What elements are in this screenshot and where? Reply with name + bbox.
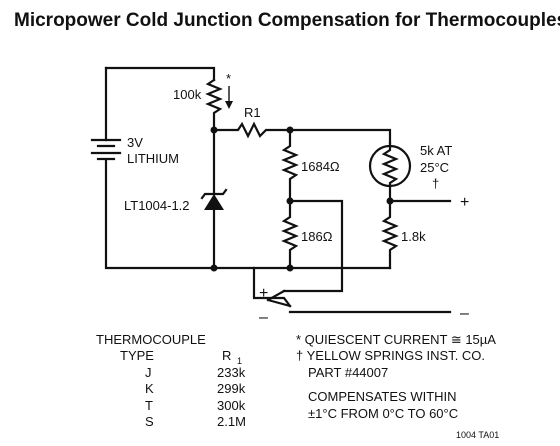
node-ref-ground: [210, 264, 218, 272]
r1-resistor: [212, 121, 292, 139]
resistor-1_8k-label: 1.8k: [401, 229, 426, 244]
node-divider-ground: [286, 264, 294, 272]
r1-label: R1: [244, 105, 261, 120]
tc-plus-label: +: [259, 285, 268, 302]
thermistor-element: [381, 141, 399, 203]
resistor-1684-label: 1684Ω: [301, 159, 340, 174]
table-row-r: 300k: [217, 398, 246, 413]
resistor-1_8k: [381, 199, 399, 270]
table-row-r: 233k: [217, 365, 246, 380]
reference-label: LT1004-1.2: [124, 198, 190, 213]
tc-minus-label: –: [259, 309, 268, 326]
pot-value-label: 100k: [173, 87, 202, 102]
wire-to-tc-minus: [282, 199, 344, 293]
thermocouple-junction: [266, 289, 292, 308]
note-quiescent-current: * QUIESCENT CURRENT ≅ 15µA: [296, 332, 496, 347]
figure-id: 1004 TA01: [456, 430, 499, 440]
battery-symbol: [90, 138, 122, 161]
resistor-1684: [281, 128, 299, 203]
note-range: ±1°C FROM 0°C TO 60°C: [308, 406, 458, 421]
table-row-type: J: [145, 365, 152, 380]
pot-wiper-arrowhead: [225, 101, 233, 109]
diagram-title: Micropower Cold Junction Compensation fo…: [14, 10, 560, 31]
thermistor-value-label: 5k AT: [420, 143, 452, 158]
note-part-number: PART #44007: [308, 365, 388, 380]
battery-type-label: LITHIUM: [127, 151, 179, 166]
output-plus-label: +: [460, 194, 469, 211]
resistor-186: [281, 199, 299, 270]
table-row-type: T: [145, 398, 153, 413]
table-header-thermocouple: THERMOCOUPLE: [96, 332, 206, 347]
wire-to-tc-plus: [252, 266, 292, 308]
thermistor-temp-label: 25°C: [420, 160, 449, 175]
zener-reference-symbol: [200, 188, 228, 210]
pot-asterisk: *: [226, 71, 231, 86]
table-row-type: S: [145, 414, 154, 429]
output-minus-label: –: [460, 305, 469, 322]
table-row-r: 299k: [217, 381, 246, 396]
note-compensates: COMPENSATES WITHIN: [308, 389, 457, 404]
table-header-r-sub: 1: [237, 356, 242, 366]
pot-100k: [205, 78, 223, 132]
note-yellow-springs: † YELLOW SPRINGS INST. CO.: [296, 348, 485, 363]
table-row-type: K: [145, 381, 154, 396]
table-row-r: 2.1M: [217, 414, 246, 429]
thermistor-dagger: †: [432, 176, 439, 191]
table-header-type: TYPE: [120, 348, 154, 363]
wire-top-rail: [288, 128, 392, 145]
battery-voltage-label: 3V: [127, 135, 143, 150]
wire-battery-bottom: [104, 158, 392, 270]
table-header-r: R: [222, 348, 231, 363]
resistor-186-label: 186Ω: [301, 229, 333, 244]
wire-top-left: [104, 66, 216, 82]
